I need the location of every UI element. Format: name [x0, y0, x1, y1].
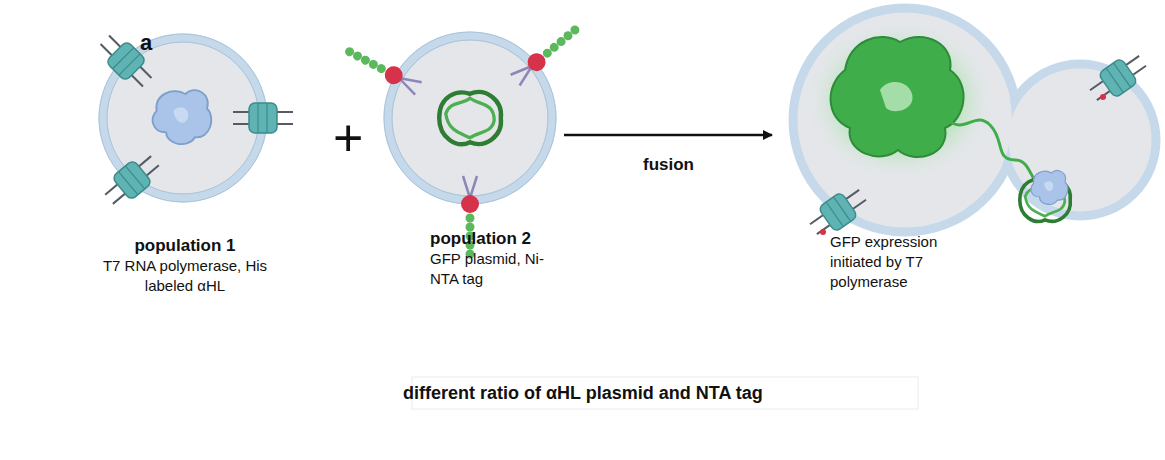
plus-sign: + [333, 112, 363, 164]
edge-label: fusion [641, 155, 696, 175]
panel-letter: a [140, 32, 152, 54]
fusion-arrow [564, 134, 772, 137]
population-heading: population 2 [430, 228, 560, 249]
population-description: GFP plasmid, Ni-NTA tag [430, 249, 560, 289]
vesicle-node: GFP expression initiated by T7 polymeras… [772, 0, 1165, 298]
population-heading: population 1 [103, 235, 268, 256]
population-description: GFP expression initiated by T7 polymeras… [830, 232, 950, 292]
caption-note: different ratio of αHL plasmid and NTA t… [403, 384, 763, 402]
vesicle-node: population 1T7 RNA polymerase, His label… [95, 30, 275, 302]
vesicle-node: population 2GFP plasmid, Ni-NTA tag [386, 30, 564, 295]
population-description: T7 RNA polymerase, His labeled αHL [103, 256, 268, 296]
